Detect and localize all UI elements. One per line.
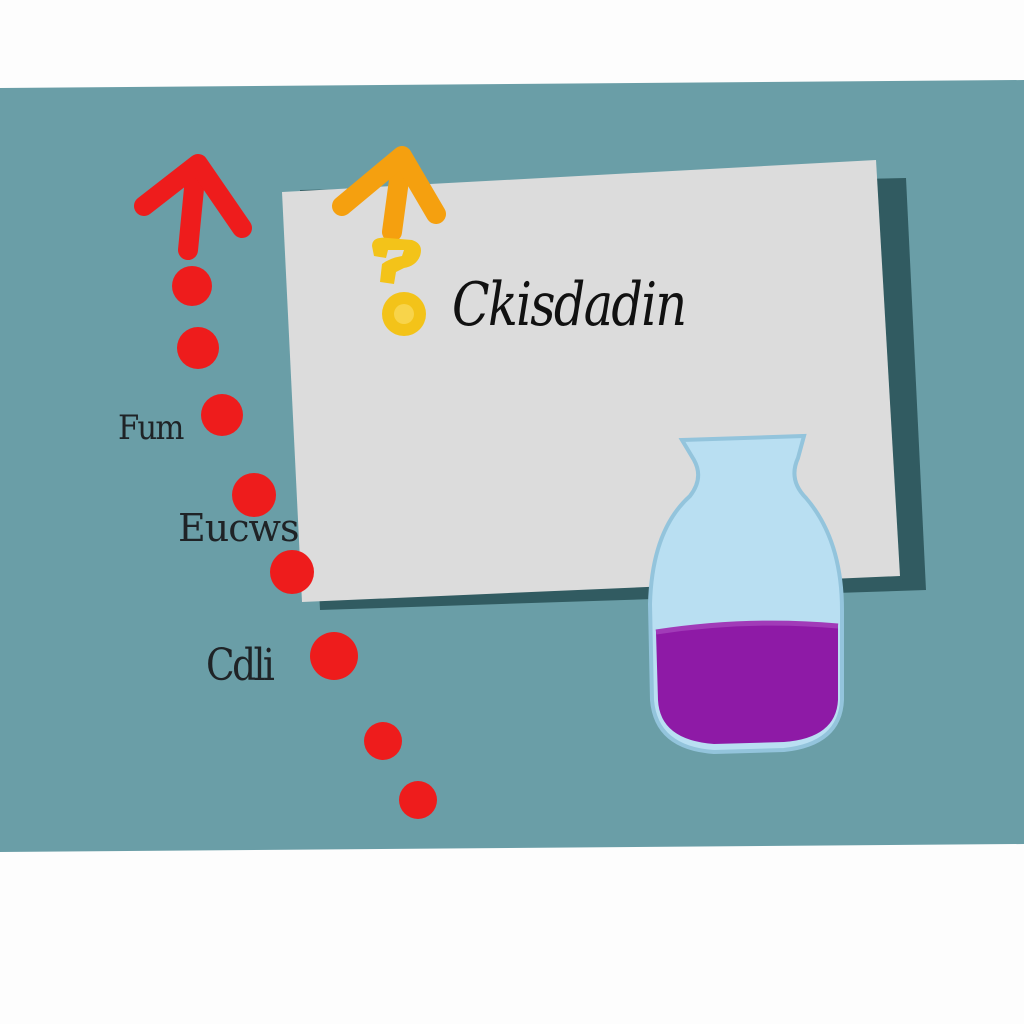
flask-icon [647, 433, 844, 755]
red-dot-trail [172, 266, 437, 819]
red-dot [177, 327, 219, 369]
card-title: Ckisdadin [452, 270, 687, 340]
red-up-arrow-icon [134, 154, 252, 260]
flask-liquid [656, 623, 838, 744]
red-dot [364, 722, 402, 760]
red-dot [172, 266, 212, 306]
question-mark-icon [372, 237, 426, 336]
red-dot [399, 781, 437, 819]
red-dot [232, 473, 276, 517]
step-label-1: Fum [118, 408, 184, 448]
step-label-2: Eucws [178, 506, 300, 550]
orange-up-arrow-icon [332, 146, 446, 242]
red-dot [310, 632, 358, 680]
red-dot [270, 550, 314, 594]
red-dot [201, 394, 243, 436]
step-label-3: Cdli [206, 640, 275, 691]
